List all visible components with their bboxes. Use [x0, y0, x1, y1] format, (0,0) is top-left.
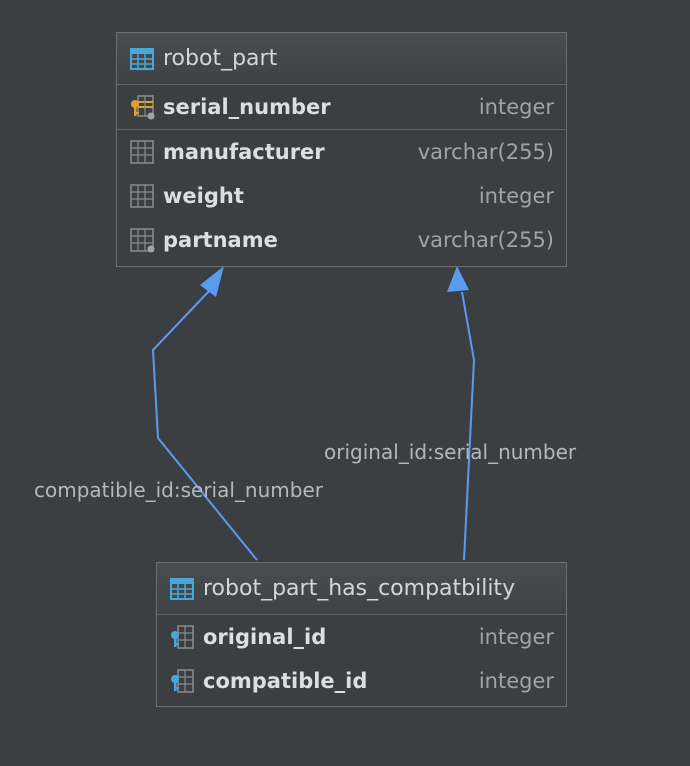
- relation-label-compatible: compatible_id:serial_number: [34, 478, 323, 502]
- column-row[interactable]: original_id integer: [157, 615, 566, 659]
- column-type: integer: [478, 625, 554, 649]
- columns-section: manufacturer varchar(255) weight integer: [117, 130, 566, 262]
- primary-key-section: serial_number integer: [117, 85, 566, 130]
- column-nullable-icon: [129, 227, 155, 253]
- primary-key-column-icon: [129, 94, 155, 120]
- column-name: manufacturer: [163, 140, 325, 164]
- column-type: integer: [478, 184, 554, 208]
- column-row[interactable]: compatible_id integer: [157, 659, 566, 703]
- relation-edge-compatible[interactable]: [151, 289, 258, 561]
- column-name: serial_number: [163, 95, 331, 119]
- column-icon: [129, 139, 155, 165]
- column-row[interactable]: partname varchar(255): [117, 218, 566, 262]
- column-icon: [129, 183, 155, 209]
- arrowhead-compatible-icon: [200, 266, 224, 297]
- columns-section: original_id integer compatible_id: [157, 615, 566, 703]
- column-type: integer: [478, 669, 554, 693]
- column-row[interactable]: weight integer: [117, 174, 566, 218]
- table-title: robot_part_has_compatbility: [203, 576, 516, 601]
- arrowhead-original-icon: [447, 266, 469, 292]
- table-icon: [169, 576, 195, 602]
- relation-edge-original[interactable]: [461, 291, 476, 561]
- foreign-key-column-icon: [169, 668, 195, 694]
- table-robot-part[interactable]: robot_part serial_number: [116, 32, 567, 267]
- column-name: compatible_id: [203, 669, 368, 693]
- column-type: varchar(255): [417, 140, 554, 164]
- column-type: integer: [478, 95, 554, 119]
- column-row[interactable]: serial_number integer: [117, 85, 566, 129]
- table-icon: [129, 46, 155, 72]
- column-row[interactable]: manufacturer varchar(255): [117, 130, 566, 174]
- table-title: robot_part: [163, 46, 278, 71]
- table-robot-part-has-compatbility[interactable]: robot_part_has_compatbility original_id: [156, 562, 567, 707]
- column-name: weight: [163, 184, 244, 208]
- column-name: original_id: [203, 625, 327, 649]
- table-header[interactable]: robot_part_has_compatbility: [157, 563, 566, 615]
- column-type: varchar(255): [417, 228, 554, 252]
- relation-label-original: original_id:serial_number: [324, 440, 577, 464]
- table-header[interactable]: robot_part: [117, 33, 566, 85]
- foreign-key-column-icon: [169, 624, 195, 650]
- column-name: partname: [163, 228, 278, 252]
